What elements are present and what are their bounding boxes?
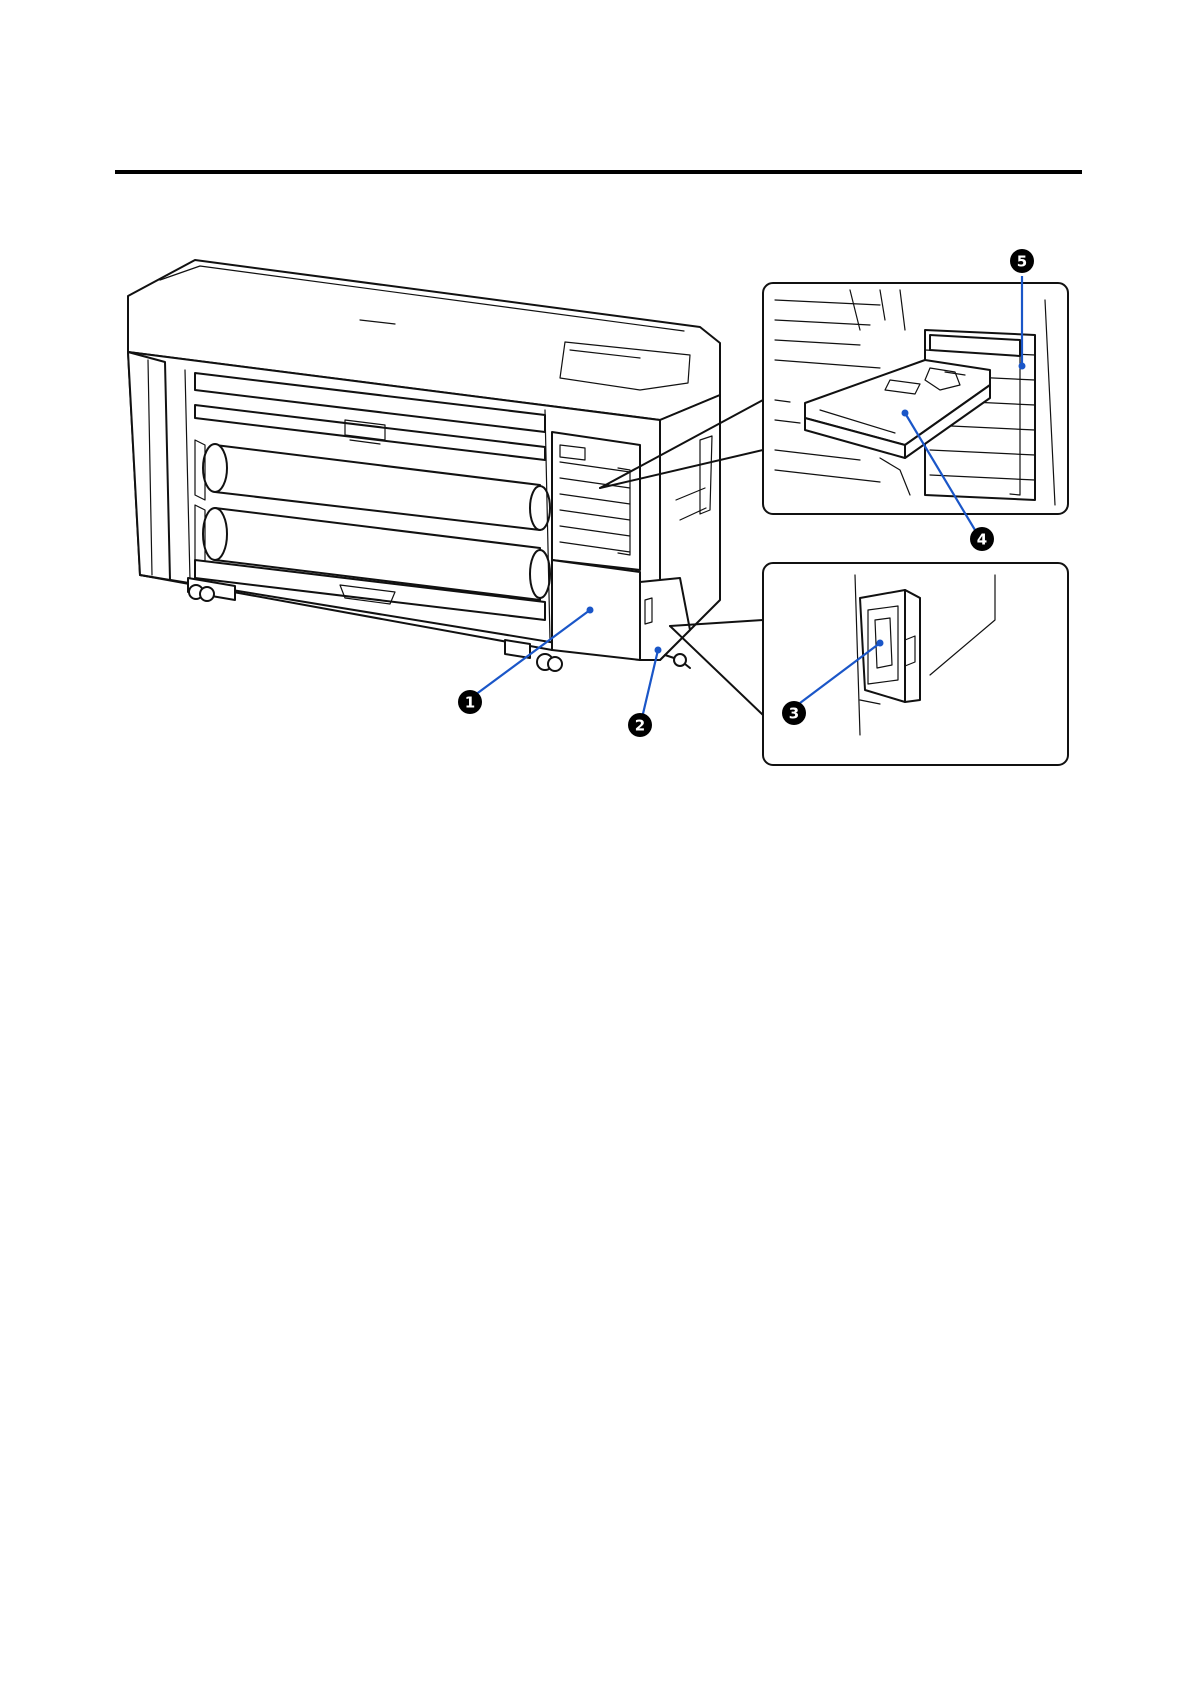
callout-3: 3 xyxy=(782,701,806,725)
callout-1: 1 xyxy=(458,690,482,714)
callout-4-label: 4 xyxy=(977,531,987,549)
callout-5: 5 xyxy=(1010,249,1034,273)
callout-3-label: 3 xyxy=(789,705,799,723)
callout-5-label: 5 xyxy=(1017,253,1027,271)
callout-1-label: 1 xyxy=(465,694,475,712)
callout-2-label: 2 xyxy=(635,717,645,735)
printer-body xyxy=(128,260,720,671)
inset-maintenance-box xyxy=(763,563,1068,765)
callout-4: 4 xyxy=(970,527,994,551)
callout-2: 2 xyxy=(628,713,652,737)
